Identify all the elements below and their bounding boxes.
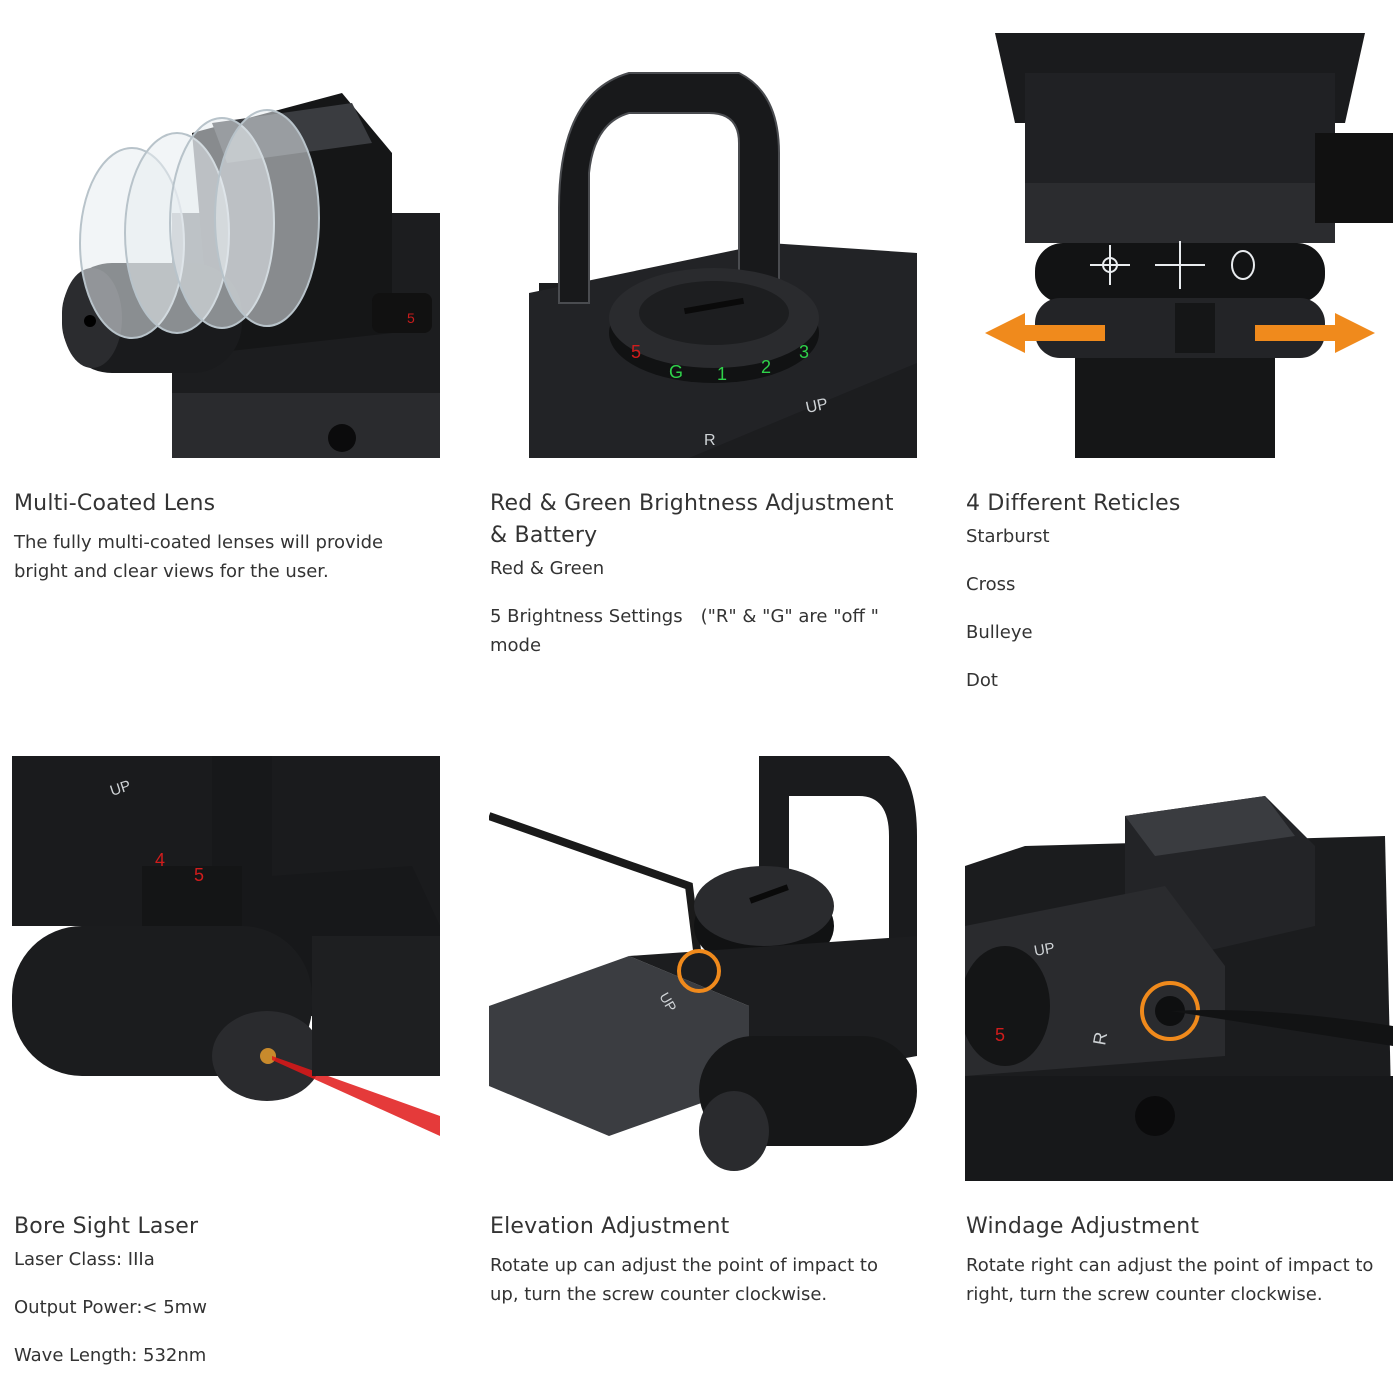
brightness-dial-photo: 5 G 1 2 3 UP R (489, 33, 917, 458)
reticle-selector-photo (965, 33, 1393, 458)
feature-line: Dot (966, 670, 998, 691)
bore-sight-laser-photo: 4 5 UP (12, 756, 440, 1181)
feature-line: Output Power:< 5mw (14, 1297, 207, 1318)
engraving-r: R (1089, 1030, 1111, 1046)
feature-title: Multi-Coated Lens (14, 491, 216, 516)
feature-title: Red & Green Brightness Adjustment & Batt… (490, 491, 894, 548)
dial-label: 3 (799, 342, 809, 362)
multi-coated-lens-photo: 5 (12, 33, 440, 458)
engraving-up: UP (1033, 940, 1056, 960)
feature-title: Windage Adjustment (966, 1214, 1200, 1239)
windage-adjustment-photo: 5 UP R (965, 756, 1393, 1181)
elevation-adjustment-photo: 2 3 4 UP (489, 756, 917, 1181)
feature-title: Elevation Adjustment (490, 1214, 730, 1239)
dial-label: 1 (717, 364, 727, 384)
dial-label: 5 (631, 342, 641, 362)
feature-description: Rotate right can adjust the point of imp… (966, 1255, 1374, 1305)
feature-line: Cross (966, 574, 1016, 595)
feature-title: 4 Different Reticles (966, 491, 1181, 516)
feature-title: Bore Sight Laser (14, 1214, 199, 1239)
feature-line: Starburst (966, 526, 1050, 547)
dial-label: G (669, 362, 683, 382)
feature-line: Wave Length: 532nm (14, 1345, 207, 1366)
dial-label: 5 (194, 865, 204, 885)
engraving-up: UP (108, 777, 133, 800)
feature-line: Red & Green (490, 558, 605, 579)
feature-description: The fully multi-coated lenses will provi… (14, 532, 384, 582)
engraving-r: R (704, 432, 716, 449)
engraving-up: UP (804, 396, 829, 417)
feature-line: Laser Class: IIIa (14, 1249, 155, 1270)
feature-line: Bulleye (966, 622, 1033, 643)
feature-line: 5 Brightness Settings ("R" & "G" are "of… (490, 606, 879, 656)
feature-description: Rotate up can adjust the point of impact… (490, 1255, 878, 1305)
dial-label: 4 (155, 850, 165, 870)
dial-label: 5 (995, 1025, 1005, 1045)
dial-label: 2 (761, 357, 771, 377)
svg-text:5: 5 (407, 310, 415, 326)
